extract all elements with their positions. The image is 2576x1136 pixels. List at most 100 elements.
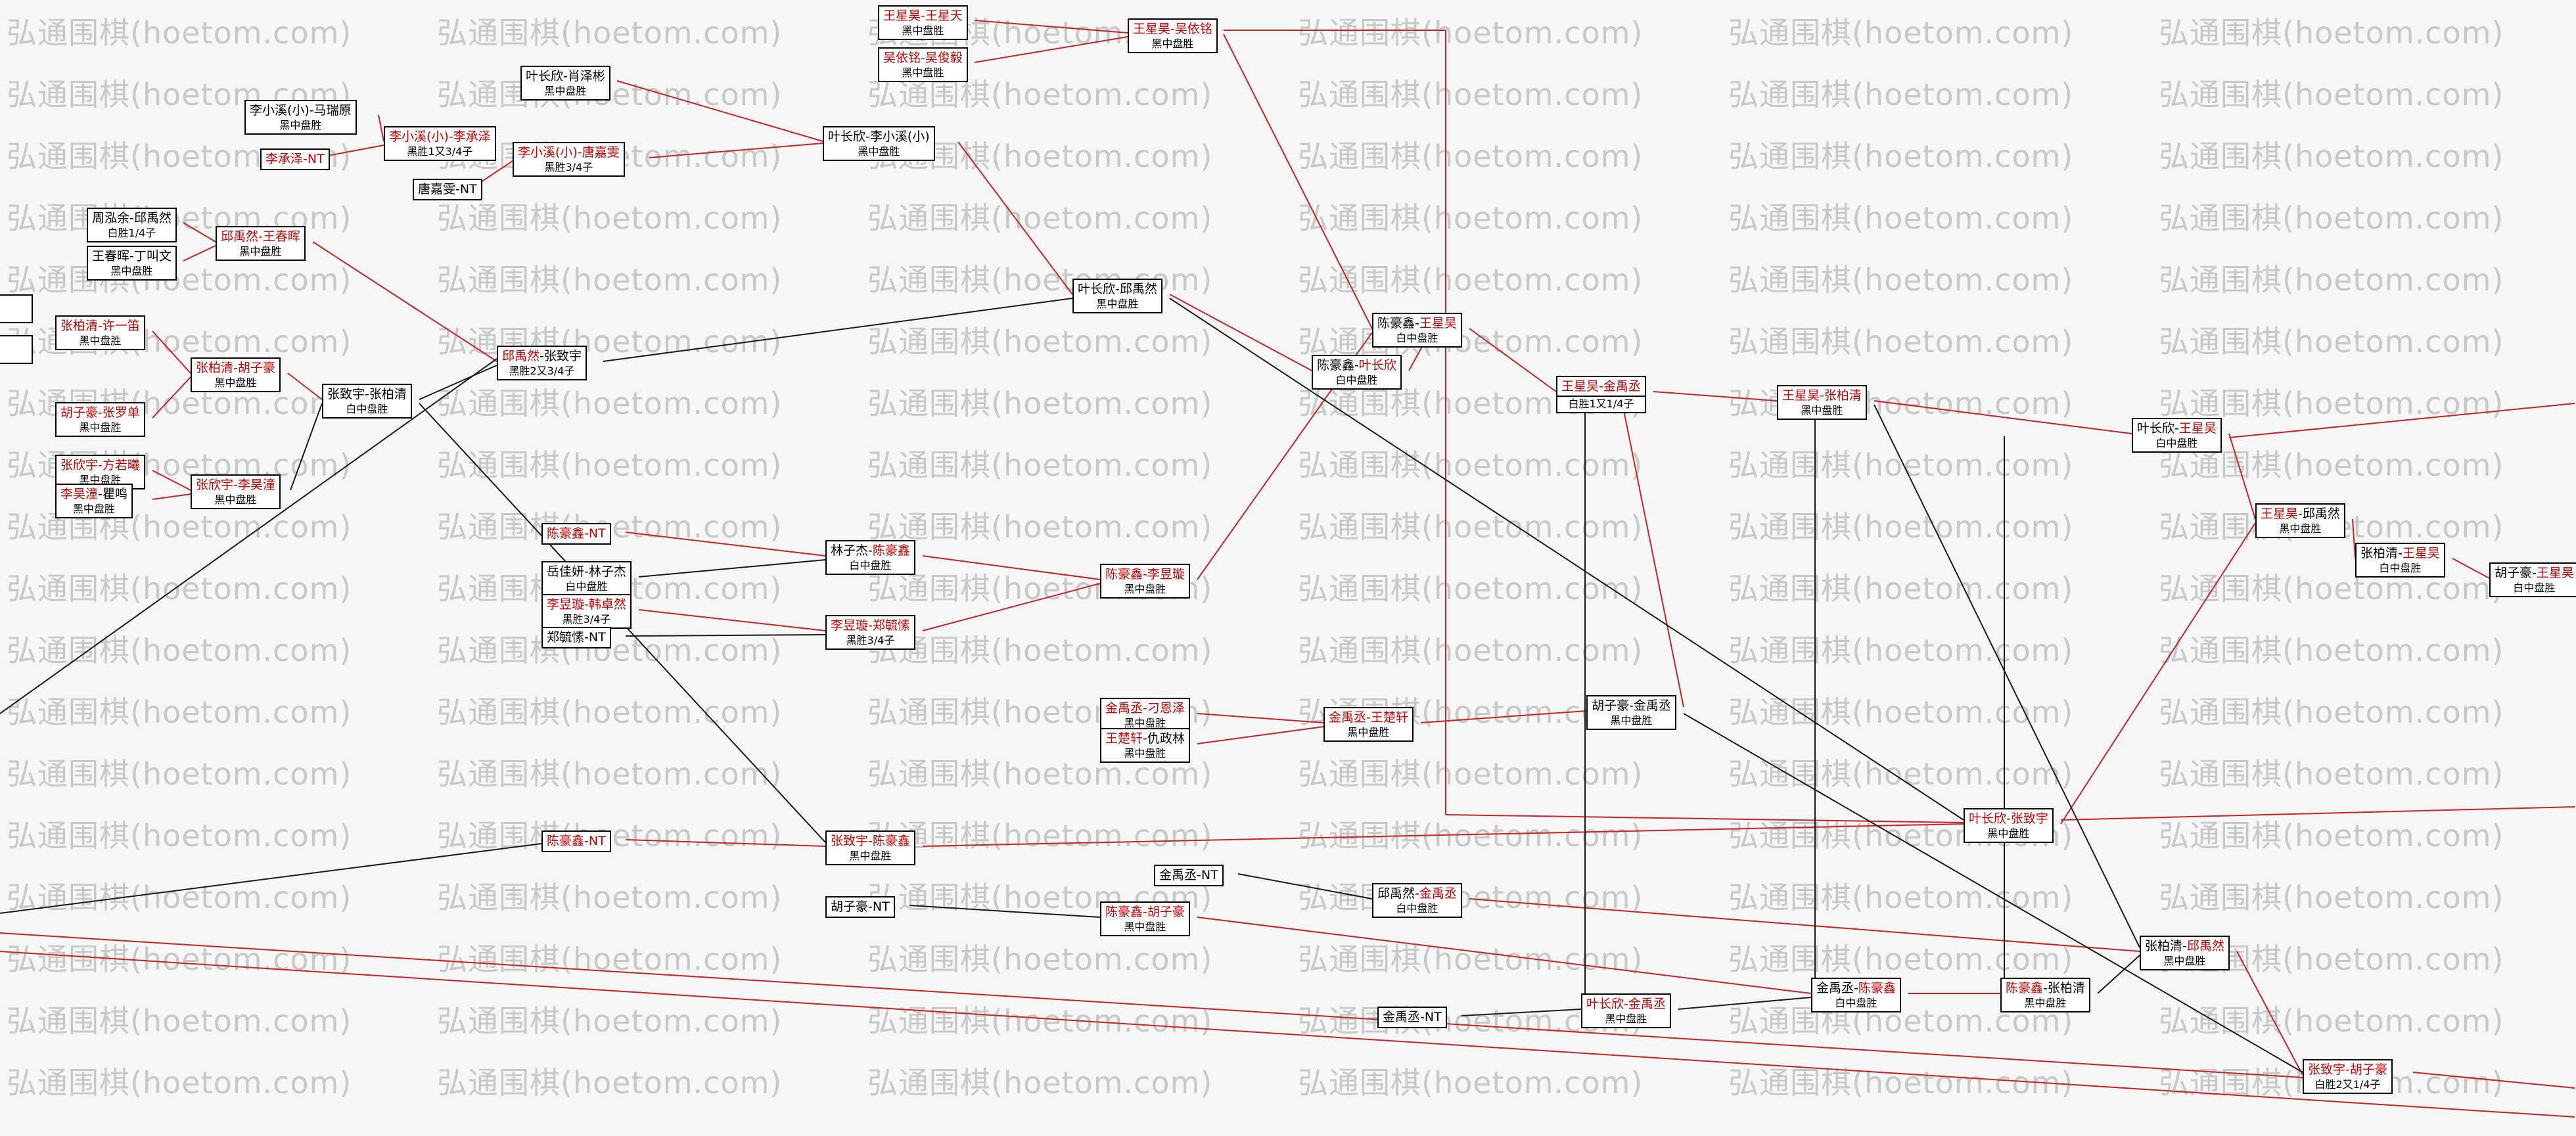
- game-record-link[interactable]: 叶长欣: [1358, 358, 1396, 373]
- game-record-link[interactable]: 王星昊-吴依铭: [1133, 22, 1212, 36]
- game-record-link[interactable]: 王星昊: [2536, 566, 2574, 580]
- match-title: 陈豪鑫-张柏清: [2006, 980, 2085, 997]
- bracket-edge: [2228, 403, 2575, 438]
- match-title: 唐嘉雯-NT: [418, 181, 477, 198]
- match-result: 黑中盘胜: [214, 493, 257, 506]
- player-names: 陈豪鑫-: [1377, 316, 1419, 330]
- match-result: 白中盘胜: [1335, 373, 1378, 386]
- bracket-edge: [625, 532, 826, 557]
- match-title: 叶长欣-张致宇: [1969, 811, 2048, 827]
- game-record-link[interactable]: 叶长欣-金禹丞: [1586, 997, 1666, 1011]
- bracket-edge: [1223, 34, 1373, 329]
- match-title: 金禹丞-NT: [1159, 867, 1218, 884]
- game-record-link[interactable]: 张柏清-胡子豪: [196, 361, 275, 375]
- match-result: 黑中盘胜: [1124, 746, 1166, 760]
- game-record-link[interactable]: 邱禹然: [2186, 939, 2224, 953]
- game-record-link[interactable]: 张致宇-胡子豪: [2308, 1062, 2387, 1077]
- game-record-link[interactable]: 陈豪鑫-NT: [547, 834, 606, 848]
- match-box: 金禹丞-NT: [1377, 1007, 1447, 1028]
- match-result: 黑胜3/4子: [544, 160, 593, 173]
- bracket-edge: [1420, 710, 1587, 723]
- bracket-edge: [1197, 726, 1324, 744]
- match-result: 白中盘胜: [346, 402, 388, 415]
- game-record-link[interactable]: 王星昊-张柏清: [1782, 388, 1862, 403]
- game-record-link[interactable]: 陈豪鑫-李昱璇: [1105, 567, 1185, 581]
- game-record-link[interactable]: 陈豪鑫-NT: [547, 526, 606, 541]
- bracket-edge: [419, 365, 497, 400]
- game-record-link[interactable]: 吴依铭-吴俊毅: [883, 51, 963, 65]
- bracket-edge: [1683, 713, 2303, 1073]
- game-record-link[interactable]: 李昱璇-郑毓愫: [831, 618, 910, 633]
- game-record-link[interactable]: 叶长欣-张致宇: [1969, 811, 2048, 826]
- bracket-edge: [974, 20, 1128, 34]
- game-record-link[interactable]: 张欣宇-方若曦: [60, 458, 140, 472]
- game-record-link[interactable]: 邱禹然: [502, 349, 540, 363]
- game-record-link[interactable]: 邱禹然-王春晖: [221, 229, 300, 244]
- match-title: 陈豪鑫-李昱璇: [1105, 566, 1185, 583]
- bracket-edge: [1469, 898, 2140, 952]
- match-title: 张致宇-胡子豪: [2308, 1062, 2387, 1078]
- game-record-link[interactable]: 王星昊-王星天: [883, 9, 963, 23]
- match-box: 张致宇-陈豪鑫黑中盘胜: [825, 830, 915, 865]
- game-record-link[interactable]: 王星昊-金禹丞: [1561, 379, 1641, 394]
- bracket-edge: [0, 843, 542, 914]
- game-record-link[interactable]: 胡子豪-张罗单: [60, 405, 140, 420]
- player-names: 周泓余-邱禹然: [92, 211, 172, 225]
- bracket-edge: [638, 559, 826, 578]
- game-record-link[interactable]: 陈豪鑫: [1858, 981, 1896, 995]
- bracket-edge: [1445, 814, 1964, 823]
- match-title: 邱禹然-王春晖: [221, 229, 300, 245]
- bracket-edge: [2352, 518, 2356, 559]
- game-record-link[interactable]: 王楚轩: [1105, 731, 1143, 746]
- match-box: 王星昊-吴依铭黑中盘胜: [1128, 18, 1218, 53]
- game-record-link[interactable]: 张柏清-许一笛: [60, 319, 140, 333]
- game-record-link[interactable]: 李昊潼: [60, 487, 99, 501]
- game-record-link[interactable]: 李小溪(小)-唐嘉雯: [518, 145, 620, 160]
- match-title: 叶长欣-肖泽彬: [526, 68, 605, 85]
- match-title: 李承泽-NT: [265, 151, 325, 168]
- match-result: 白中盘胜: [2379, 561, 2422, 574]
- bracket-edge: [183, 245, 216, 261]
- bracket-edge: [378, 114, 384, 142]
- match-title: 李小溪(小)-李承泽: [389, 129, 491, 145]
- match-box: 王星昊-邱禹然黑中盘胜: [2255, 503, 2345, 538]
- match-title: 叶长欣-邱禹然: [1078, 281, 1157, 298]
- match-box: 金禹丞-刁恩泽黑中盘胜: [1100, 698, 1190, 733]
- game-record-link[interactable]: 王星昊: [2261, 507, 2299, 521]
- match-result: 白胜1/4子: [107, 226, 156, 239]
- game-record-link[interactable]: 张欣宇-李昊潼: [196, 478, 275, 492]
- match-title: 金禹丞-陈豪鑫: [1816, 980, 1896, 997]
- game-record-link[interactable]: 陈豪鑫: [2006, 981, 2044, 995]
- match-title: 李昱璇-韩卓然: [547, 597, 626, 613]
- game-record-link[interactable]: 李承泽-NT: [265, 152, 325, 166]
- game-record-link[interactable]: 李小溪(小)-李承泽: [389, 129, 491, 144]
- match-title: 王春晖-丁叫文: [92, 248, 172, 265]
- game-record-link[interactable]: 李昱璇-韩卓然: [547, 597, 626, 612]
- match-title: 王星昊-金禹丞: [1561, 378, 1641, 395]
- player-names: 邱禹然-: [1377, 886, 1419, 901]
- match-result: 黑胜3/4子: [846, 633, 895, 647]
- game-record-link[interactable]: 陈豪鑫-胡子豪: [1105, 905, 1185, 919]
- game-record-link[interactable]: 张致宇-陈豪鑫: [831, 834, 910, 848]
- match-title: 周泓余-邱禹然: [92, 210, 172, 227]
- game-record-link[interactable]: 金禹丞: [1419, 886, 1457, 901]
- game-record-link[interactable]: 陈豪鑫: [872, 543, 910, 558]
- game-record-link[interactable]: 金禹丞-刁恩泽: [1105, 701, 1185, 716]
- game-record-link[interactable]: 王星昊: [2178, 421, 2217, 436]
- match-box: 张致宇-张柏清白中盘胜: [322, 384, 412, 419]
- game-record-link[interactable]: 金禹丞-王楚轩: [1329, 710, 1408, 725]
- player-names: -张柏清: [2043, 981, 2085, 995]
- match-result: 黑中盘胜: [902, 24, 944, 37]
- game-record-link[interactable]: 王星昊: [2402, 546, 2440, 560]
- match-box: 王星昊-金禹丞白胜1又1/4子: [1556, 376, 1646, 413]
- match-title: 王星昊-王星天: [883, 8, 963, 24]
- match-box: 叶长欣-王星昊白中盘胜: [2132, 418, 2222, 453]
- match-box: [0, 294, 33, 323]
- match-box: [0, 335, 33, 364]
- match-box: 陈豪鑫-NT: [541, 523, 611, 545]
- game-record-link[interactable]: 王星昊: [1419, 316, 1457, 330]
- match-box: 胡子豪-王星昊白中盘胜: [2489, 562, 2576, 597]
- match-result: 黑中盘胜: [79, 420, 122, 434]
- match-title: 张致宇-陈豪鑫: [831, 833, 910, 850]
